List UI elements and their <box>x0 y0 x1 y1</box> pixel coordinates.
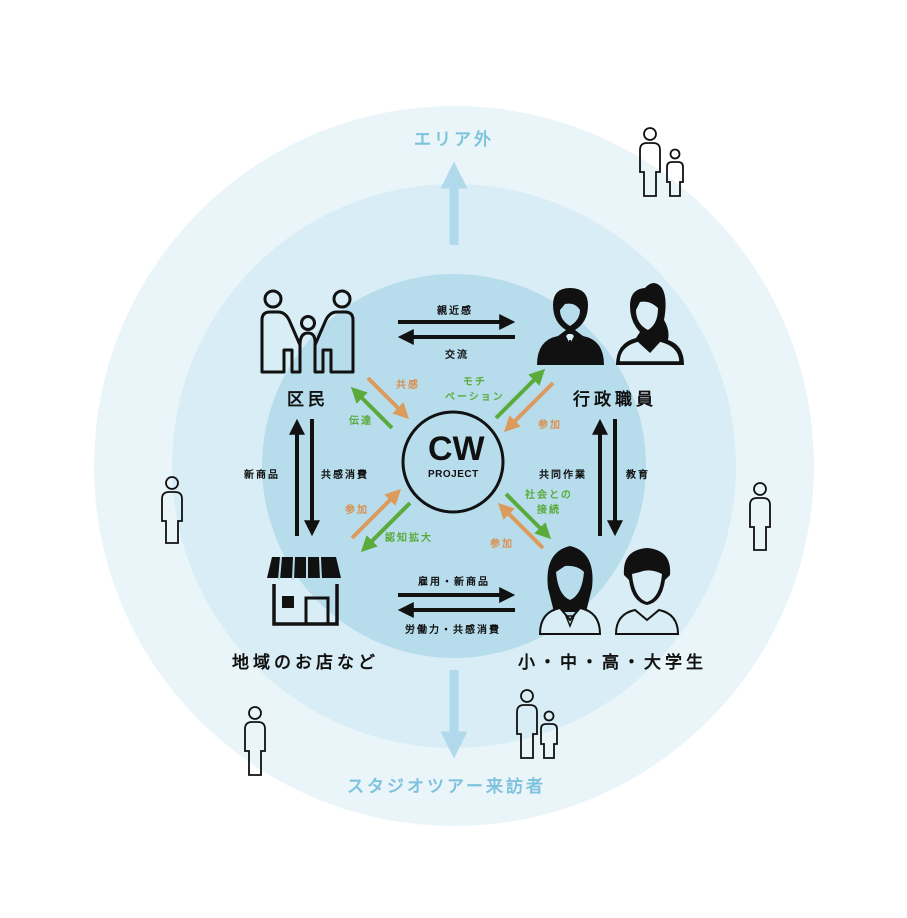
spoke-label-motivation: モチ ベーション <box>445 375 505 405</box>
social-connection-line-2: 接続 <box>536 505 561 516</box>
spoke-label-awareness: 認知拡大 <box>385 533 433 544</box>
spoke-top-left <box>350 376 410 430</box>
spoke-bottom-right <box>497 492 552 550</box>
students-icon <box>538 546 680 635</box>
motivation-line-1: モチ <box>462 377 487 388</box>
edge-label-employment-new-products: 雇用・新商品 <box>418 577 490 588</box>
center-subtitle: PROJECT <box>428 469 479 480</box>
edge-label-exchange: 交流 <box>445 350 469 361</box>
center-title: CW <box>428 430 485 468</box>
spoke-top-right <box>494 368 555 433</box>
spoke-label-participation-bottom-left: 参加 <box>345 505 369 516</box>
motivation-line-2: ベーション <box>445 392 505 403</box>
person-icon <box>244 706 266 776</box>
shop-icon <box>267 556 341 626</box>
edge-label-collaboration: 共同作業 <box>539 470 587 481</box>
spoke-label-communication: 伝達 <box>349 416 373 427</box>
label-studio-tour-visitors: スタジオツアー来訪者 <box>347 777 546 797</box>
center-circle <box>401 410 505 514</box>
edge-label-sympathetic-consumption: 共感消費 <box>321 470 369 481</box>
adult-child-icon <box>516 689 558 759</box>
label-outside-area: エリア外 <box>414 130 494 150</box>
spoke-label-sympathy: 共感 <box>396 380 420 391</box>
spoke-label-participation-bottom-right: 参加 <box>490 539 514 550</box>
node-label-students: 小・中・高・大学生 <box>518 653 707 673</box>
spoke-label-participation-top-right: 参加 <box>538 420 562 431</box>
edge-label-labor-sympathetic-consumption: 労働力・共感消費 <box>405 625 501 636</box>
spoke-bottom-left <box>350 488 412 553</box>
social-connection-line-1: 社会との <box>525 490 573 501</box>
edge-label-education: 教育 <box>626 470 650 481</box>
adult-child-icon <box>639 127 684 197</box>
family-icon <box>260 289 355 374</box>
node-label-local-shops: 地域のお店など <box>232 653 379 673</box>
inner-ring <box>262 274 646 658</box>
edge-label-affinity: 親近感 <box>437 306 473 317</box>
person-icon <box>161 476 183 544</box>
person-icon <box>749 482 771 551</box>
edge-label-new-products: 新商品 <box>244 470 280 481</box>
spoke-label-social-connection: 社会との 接続 <box>525 488 573 518</box>
node-label-government-staff: 行政職員 <box>573 390 657 410</box>
office-workers-icon <box>537 283 684 365</box>
node-label-residents: 区民 <box>287 390 329 410</box>
